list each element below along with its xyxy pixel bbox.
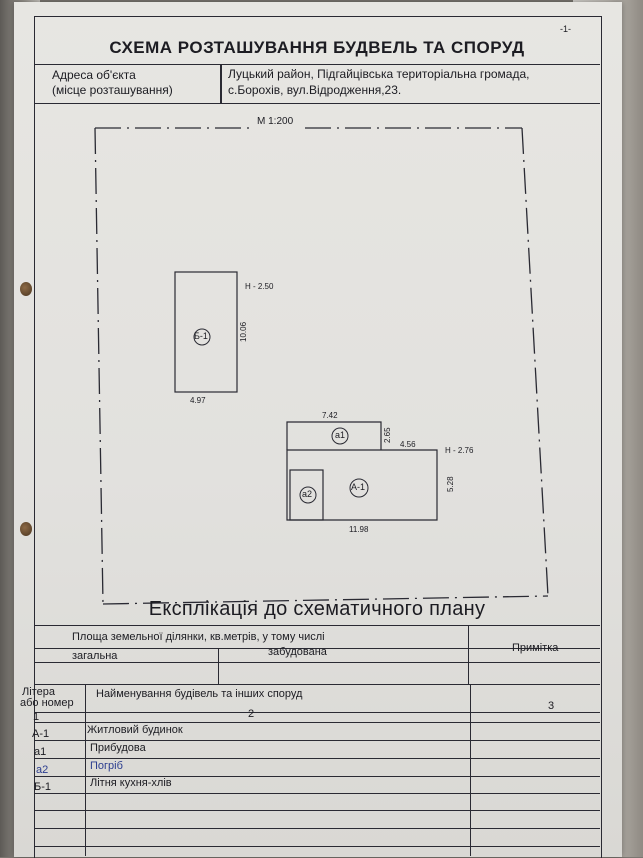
table-line — [34, 662, 600, 664]
litera-header-2: або номер — [20, 697, 74, 709]
plan-scale: М 1:200 — [257, 116, 294, 127]
building-a1 — [286, 421, 382, 450]
table-line — [34, 828, 600, 830]
boundary-left — [94, 127, 104, 605]
dim-a1-main-width: 11.98 — [349, 525, 369, 534]
row-code: а2 — [36, 764, 49, 776]
dim-a1-length: 2.65 — [383, 427, 392, 443]
dim-a1-main-length: 5.28 — [446, 476, 455, 492]
col-num-1: 1 — [33, 711, 40, 723]
dim-a1-main-extra: 4.56 — [400, 440, 416, 449]
table-line — [34, 722, 600, 724]
address-value-line1: Луцький район, Підгайцівська територіаль… — [228, 67, 530, 81]
address-value-line2: с.Борохів, вул.Відродження,23. — [228, 83, 402, 97]
table-line — [34, 776, 600, 778]
marker-a1-main-icon — [349, 478, 369, 498]
label-a1: а1 — [335, 430, 346, 440]
label-b1: Б-1 — [194, 331, 208, 341]
table-col-divider — [85, 684, 87, 856]
row-name: Житловий будинок — [87, 724, 183, 736]
table-col-divider — [218, 648, 220, 684]
row-name: Літня кухня-хлів — [90, 777, 172, 789]
building-b1 — [174, 271, 238, 393]
height-a1-main: Н - 2.76 — [445, 446, 474, 455]
col-built: забудована — [268, 646, 327, 658]
table-line — [34, 740, 600, 742]
page-title: СХЕМА РОЗТАШУВАННЯ БУДВЕЛЬ ТА СПОРУД — [109, 38, 525, 57]
row-name: Погріб — [90, 760, 123, 772]
height-b1: Н - 2.50 — [245, 282, 274, 291]
boundary-bottom — [102, 595, 549, 605]
page-number: -1- — [560, 24, 571, 34]
building-a1-main — [286, 449, 438, 521]
boundary-right — [521, 127, 549, 597]
label-a1-main: А-1 — [351, 482, 366, 492]
col-note: Примітка — [512, 642, 559, 654]
marker-b1-icon — [193, 328, 211, 346]
address-label-line2: (місце розташування) — [52, 83, 173, 97]
marker-a2-icon — [299, 486, 317, 504]
col-total: загальна — [72, 650, 118, 662]
dim-b1-length: 10.06 — [239, 321, 248, 342]
row-code: Б-1 — [34, 781, 51, 793]
binder-hole-icon — [20, 522, 32, 536]
address-divider — [220, 64, 222, 104]
table-col-divider — [470, 684, 472, 856]
marker-a1-icon — [331, 427, 349, 445]
explication-title: Експлікація до схематичного плану — [148, 598, 486, 620]
dim-b1-width: 4.97 — [190, 396, 206, 405]
address-box — [34, 64, 600, 104]
table-line — [34, 846, 600, 848]
litera-header-1: Літера — [22, 686, 55, 698]
area-header: Площа земельної ділянки, кв.метрів, у то… — [72, 631, 325, 643]
name-header: Найменування будівель та інших споруд — [96, 688, 303, 700]
table-line — [34, 793, 600, 795]
binder-hole-icon — [20, 282, 32, 296]
address-label: Адреса об'єкта (місце розташування) — [52, 68, 173, 98]
table-line — [34, 810, 600, 812]
document-sheet — [14, 2, 622, 857]
dim-a1-width: 7.42 — [322, 411, 338, 420]
table-line — [34, 758, 600, 760]
building-a2 — [289, 469, 324, 521]
row-code: а1 — [34, 746, 47, 758]
table-line — [34, 712, 600, 714]
col-num-2: 2 — [248, 708, 255, 720]
drawing-frame — [34, 16, 602, 858]
row-name: Прибудова — [90, 742, 146, 754]
col-num-3: 3 — [548, 700, 555, 712]
row-code: А-1 — [32, 728, 50, 740]
table-line — [34, 648, 600, 650]
table-line — [34, 684, 600, 686]
table-line — [34, 625, 600, 627]
label-a2: а2 — [302, 489, 313, 499]
table-col-divider — [468, 625, 470, 685]
address-value: Луцький район, Підгайцівська територіаль… — [228, 66, 530, 98]
address-label-line1: Адреса об'єкта — [52, 68, 136, 82]
